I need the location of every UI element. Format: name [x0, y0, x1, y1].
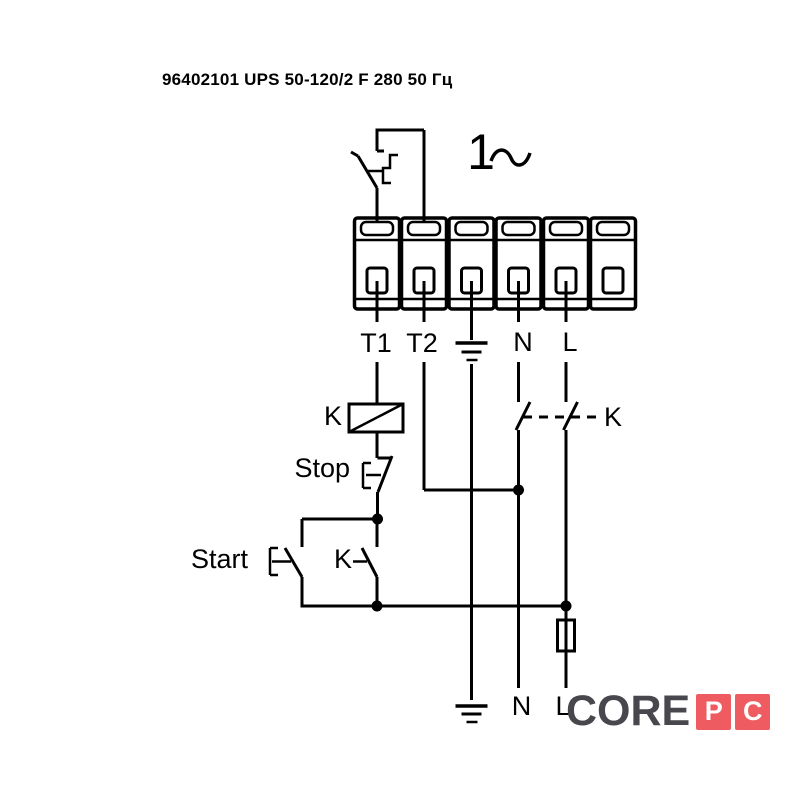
power-contacts-label: K: [604, 402, 622, 432]
start-button-label: Start: [191, 544, 249, 574]
terminal-labels: T1 T2 N L: [360, 327, 577, 358]
terminal-label-t1: T1: [360, 328, 392, 358]
relay-coil: K: [324, 401, 405, 434]
l-contact-blade: [562, 401, 579, 431]
diagram-title: 96402101 UPS 50-120/2 F 280 50 Гц: [162, 70, 453, 89]
power-contacts-symbol: [514, 401, 598, 431]
coil-diagonal: [348, 402, 404, 434]
terminal-block: [352, 216, 638, 311]
ac-tilde-icon: [489, 148, 532, 167]
junction-t2-n: [513, 484, 524, 496]
earth-symbol-bottom: [455, 704, 488, 724]
junction-dots: [371, 484, 572, 612]
thermal-blade-tip: [350, 150, 359, 158]
terminal-label-l: L: [562, 327, 577, 357]
terminal-module-6: [588, 216, 638, 311]
aux-contact-label: K: [334, 544, 352, 574]
phase-count-label: 1: [467, 124, 495, 180]
thermal-switch-jumper: [350, 128, 426, 222]
start-button-symbol: [268, 546, 304, 578]
relay-coil-label: K: [324, 401, 342, 431]
stop-contact-blade: [376, 455, 394, 493]
stop-button-label: Stop: [294, 453, 350, 483]
junction-aux-rail: [371, 600, 383, 612]
stop-button-symbol: [361, 455, 394, 493]
watermark-c-badge: C: [735, 693, 771, 730]
thermal-element-icon: [381, 153, 398, 185]
supply-label-l: L: [555, 691, 570, 721]
thermal-contact-blade: [356, 155, 379, 189]
watermark-core-text: CORE: [566, 687, 691, 735]
start-contact-blade: [283, 547, 304, 578]
junction-stop-parallel: [372, 513, 383, 525]
supply-label-n: N: [512, 691, 532, 721]
watermark-logo: CORE P C: [566, 687, 771, 735]
earth-symbol-top: [455, 281, 488, 362]
phase-marker: 1: [467, 124, 532, 180]
aux-contact-blade: [360, 547, 379, 578]
aux-contact-symbol: [353, 547, 379, 578]
junction-rail-l: [560, 600, 572, 612]
terminal-label-t2: T2: [406, 328, 438, 358]
terminal-label-n: N: [513, 327, 533, 357]
watermark-p-badge: P: [696, 693, 732, 730]
circuit-wires: [300, 281, 568, 700]
